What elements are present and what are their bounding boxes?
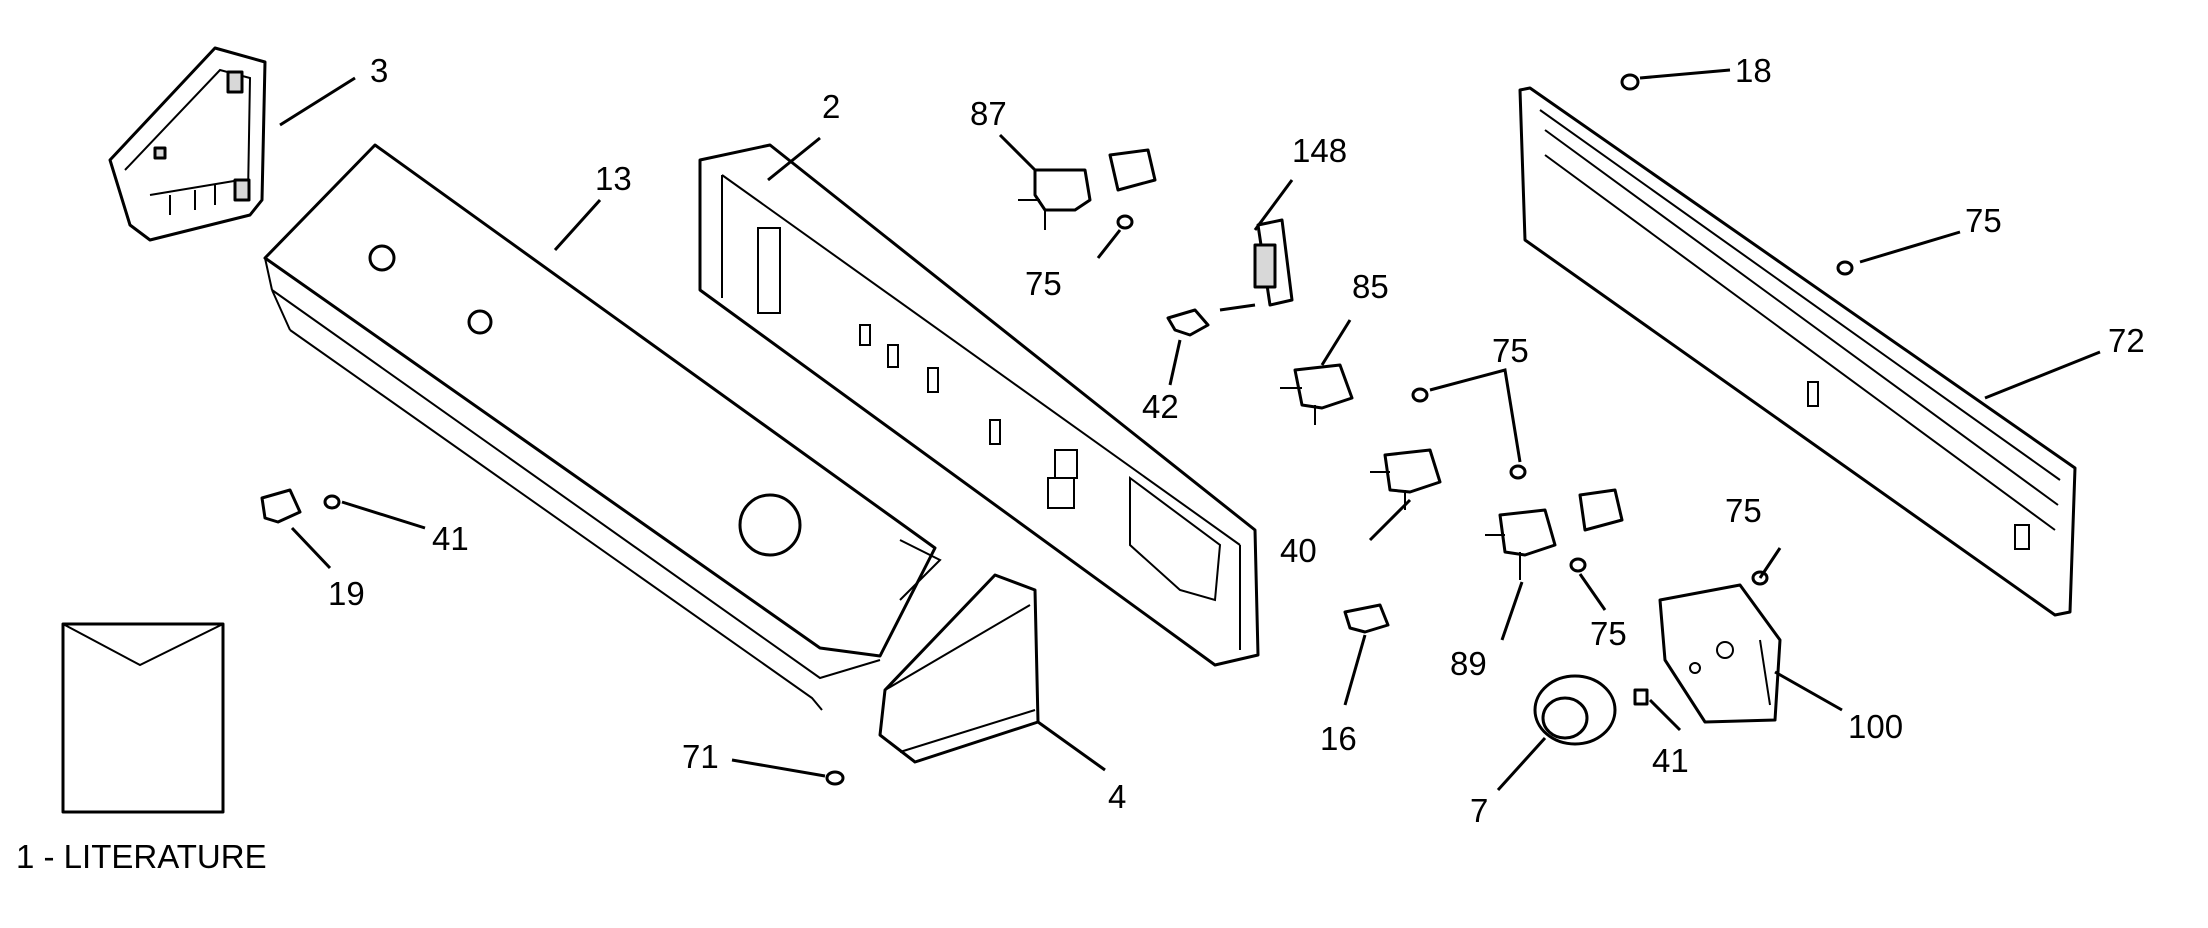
part-87-switch (1018, 168, 1092, 230)
part-13-front-panel (263, 143, 942, 711)
part-148-connector (1253, 218, 1294, 307)
callout-42: 42 (1142, 388, 1179, 425)
part-89-switch (1485, 508, 1557, 580)
screw-71 (825, 770, 845, 786)
callout-labels: 3 13 2 87 75 148 18 75 72 85 42 75 40 41… (328, 52, 2145, 829)
literature-label: 1 - LITERATURE (16, 838, 267, 875)
screw-75a (1116, 214, 1134, 230)
part-16-pin (1343, 603, 1390, 634)
callout-40: 40 (1280, 532, 1317, 569)
part-19-clip (260, 488, 302, 524)
screw-75b (1836, 260, 1854, 276)
callout-41a: 41 (432, 520, 469, 557)
callout-7: 7 (1470, 792, 1488, 829)
callout-72: 72 (2108, 322, 2145, 359)
callout-13: 13 (595, 160, 632, 197)
part-3-left-end-cap (108, 46, 267, 242)
callout-148: 148 (1292, 132, 1347, 169)
callout-3: 3 (370, 52, 388, 89)
screw-75c-left (1411, 387, 1429, 403)
part-100-timer (1658, 583, 1782, 724)
part-7-knob (1533, 674, 1617, 746)
literature-envelope (61, 622, 225, 814)
callout-75d: 75 (1725, 492, 1762, 529)
part-72-rear-panel (1518, 86, 2077, 617)
switch-clip-upper (1108, 148, 1157, 192)
callout-41b: 41 (1652, 742, 1689, 779)
callout-16: 16 (1320, 720, 1357, 757)
switch-clip-lower (1578, 488, 1624, 532)
callout-87: 87 (970, 95, 1007, 132)
callout-75c: 75 (1492, 332, 1529, 369)
callout-71: 71 (682, 738, 719, 775)
screw-75c-right (1509, 464, 1527, 480)
callout-75a: 75 (1025, 265, 1062, 302)
callout-2: 2 (822, 88, 840, 125)
callout-100: 100 (1848, 708, 1903, 745)
callout-85: 85 (1352, 268, 1389, 305)
part-41b-spring-clip (1633, 688, 1649, 706)
callout-19: 19 (328, 575, 365, 612)
callout-75b: 75 (1965, 202, 2002, 239)
part-42-bracket (1166, 308, 1210, 337)
callout-18: 18 (1735, 52, 1772, 89)
callout-4: 4 (1108, 778, 1126, 815)
part-2-control-panel-frame (698, 143, 1260, 667)
callout-89: 89 (1450, 645, 1487, 682)
part-41a-spring (323, 494, 341, 510)
screw-75e (1569, 557, 1587, 573)
callout-75e: 75 (1590, 615, 1627, 652)
screw-18 (1620, 73, 1640, 91)
leader-lines (279, 68, 2101, 792)
part-40-switch (1370, 448, 1442, 510)
part-85-switch (1280, 363, 1354, 425)
